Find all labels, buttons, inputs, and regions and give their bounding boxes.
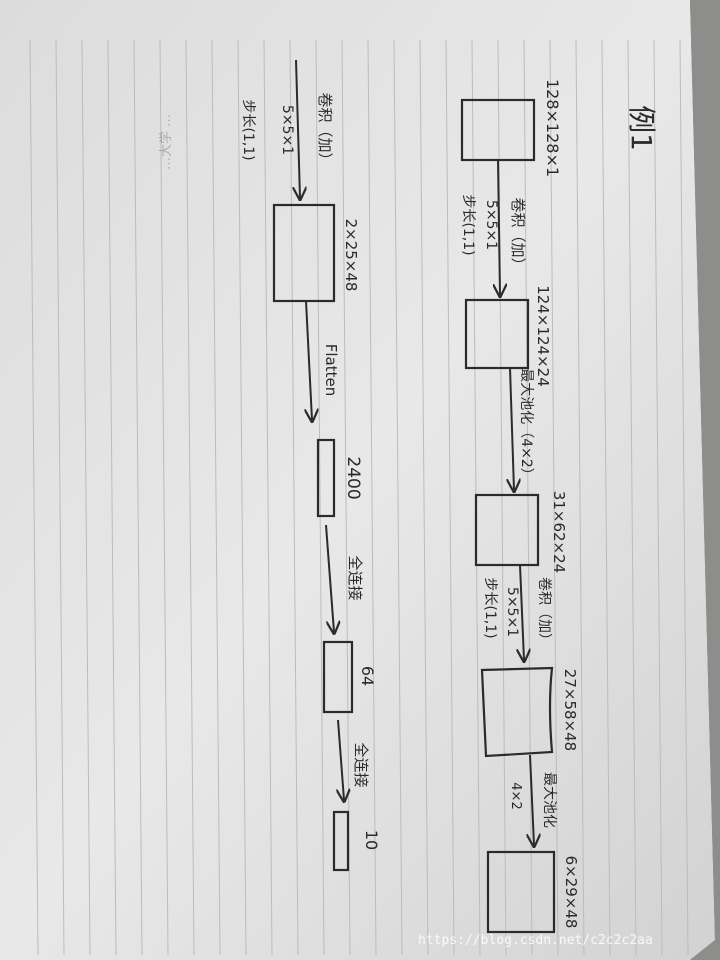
- block-4-label: 27×58×48: [561, 669, 579, 751]
- ruled-line: [289, 39, 299, 956]
- block-b2-label: 2400: [343, 456, 363, 499]
- op-3-line-2: 5×5×1: [504, 587, 520, 637]
- op-b0-line-2: 5×5×1: [279, 105, 295, 155]
- ruled-line: [393, 39, 403, 956]
- ruled-line: [419, 39, 429, 956]
- arrow-3: [520, 564, 524, 660]
- block-b1-label: 2×25×48: [342, 219, 360, 292]
- block-2-label: 124×124×24: [534, 285, 552, 386]
- block-4: [480, 666, 554, 758]
- ruled-line: [237, 39, 247, 956]
- op-4-line-1: 最大池化: [541, 772, 557, 828]
- op-b3-label: 全连接: [352, 742, 370, 787]
- block-b1: [272, 203, 336, 303]
- ruled-line: [29, 39, 39, 956]
- block-b4: [332, 810, 350, 872]
- ruled-line: [263, 39, 273, 956]
- arrow-2: [510, 367, 514, 490]
- op-b2-label: 全连接: [346, 555, 364, 600]
- block-b3: [322, 640, 354, 714]
- op-4-line-2: 4×2: [508, 782, 523, 809]
- op-b0-line-1: 卷积（加）: [316, 92, 334, 167]
- op-3-line-3: 步长(1,1): [482, 577, 498, 638]
- block-b2: [316, 438, 336, 518]
- ruled-line: [653, 39, 663, 956]
- diagram-title: 例1: [625, 105, 658, 151]
- arrow-b1: [306, 300, 312, 420]
- ruled-lines: [29, 39, 689, 956]
- ruled-line: [133, 39, 143, 956]
- op-1-line-2: 5×5×1: [483, 200, 499, 250]
- ruled-line: [185, 39, 195, 956]
- ruled-line: [159, 39, 169, 956]
- arrow-1: [498, 159, 500, 295]
- block-b3-label: 64: [358, 666, 377, 686]
- ruled-line: [679, 39, 689, 956]
- op-3-line-1: 卷积（加）: [536, 577, 552, 647]
- column-b: 卷积（加） 5×5×1 步长(1,1) 2×25×48 Flatten 2400…: [240, 59, 381, 872]
- ruled-line: [445, 39, 455, 956]
- op-b0-line-3: 步长(1,1): [240, 99, 256, 160]
- ruled-line: [81, 39, 91, 956]
- arrow-4: [530, 754, 534, 845]
- block-1-label: 128×128×1: [543, 79, 562, 177]
- paper-shadow-edge: [690, 0, 720, 960]
- watermark: https://blog.csdn.net/c2c2c2aa: [418, 933, 653, 948]
- stationery-header: …大学 …: [158, 114, 174, 170]
- stationery-header-text: …大学 …: [158, 114, 174, 170]
- block-5: [486, 850, 556, 934]
- ruled-line: [601, 39, 611, 956]
- block-3: [474, 493, 540, 567]
- arrow-b0: [296, 59, 300, 198]
- ruled-line: [315, 39, 325, 956]
- ruled-line: [549, 39, 559, 956]
- op-1-line-3: 步长(1,1): [460, 194, 476, 255]
- column-a: 128×128×1 卷积（加） 5×5×1 步长(1,1) 124×124×24…: [460, 79, 580, 934]
- ruled-line: [523, 39, 533, 956]
- op-1-line-1: 卷积（加）: [509, 197, 527, 272]
- arrow-b2: [325, 524, 334, 632]
- op-2-line-1: 最大池化（4×2）: [518, 368, 534, 482]
- arrow-b3: [338, 719, 344, 800]
- block-b4-label: 10: [362, 830, 381, 850]
- ruled-line: [55, 39, 65, 956]
- block-2: [464, 298, 530, 370]
- ruled-line: [367, 39, 377, 956]
- ruled-line: [211, 39, 221, 956]
- block-3-label: 31×62×24: [550, 491, 568, 573]
- ruled-line: [107, 39, 117, 956]
- ruled-line: [575, 39, 585, 956]
- ruled-line: [627, 39, 637, 956]
- block-5-label: 6×29×48: [562, 856, 580, 929]
- op-b1-label: Flatten: [322, 344, 340, 397]
